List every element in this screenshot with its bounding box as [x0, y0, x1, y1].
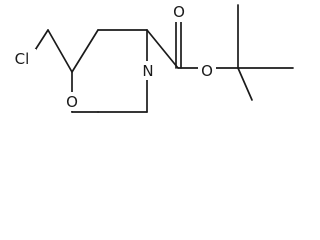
atom-carbonyl-oxygen-background	[170, 3, 188, 22]
atom-ring-oxygen-background	[63, 92, 81, 111]
bond-n4-carbonyl-c	[146, 29, 179, 69]
atom-nitrogen-label: N	[142, 62, 153, 80]
bond-tbu-methyl-bottom	[237, 67, 253, 101]
atom-ester-oxygen-label: O	[201, 62, 213, 80]
atom-nitrogen-background	[139, 61, 157, 80]
atom-cl-label: Cl	[15, 50, 30, 68]
atom-carbonyl-oxygen-label: O	[173, 3, 185, 21]
bond-ch2-c2	[47, 29, 73, 73]
bond-c2-c3	[71, 29, 99, 73]
atom-ester-oxygen-background	[198, 61, 216, 80]
atom-cl-background	[8, 49, 36, 68]
chemical-structure-diagram: Cl O N O O	[8, 3, 294, 113]
atom-ring-oxygen-label: O	[66, 93, 78, 111]
